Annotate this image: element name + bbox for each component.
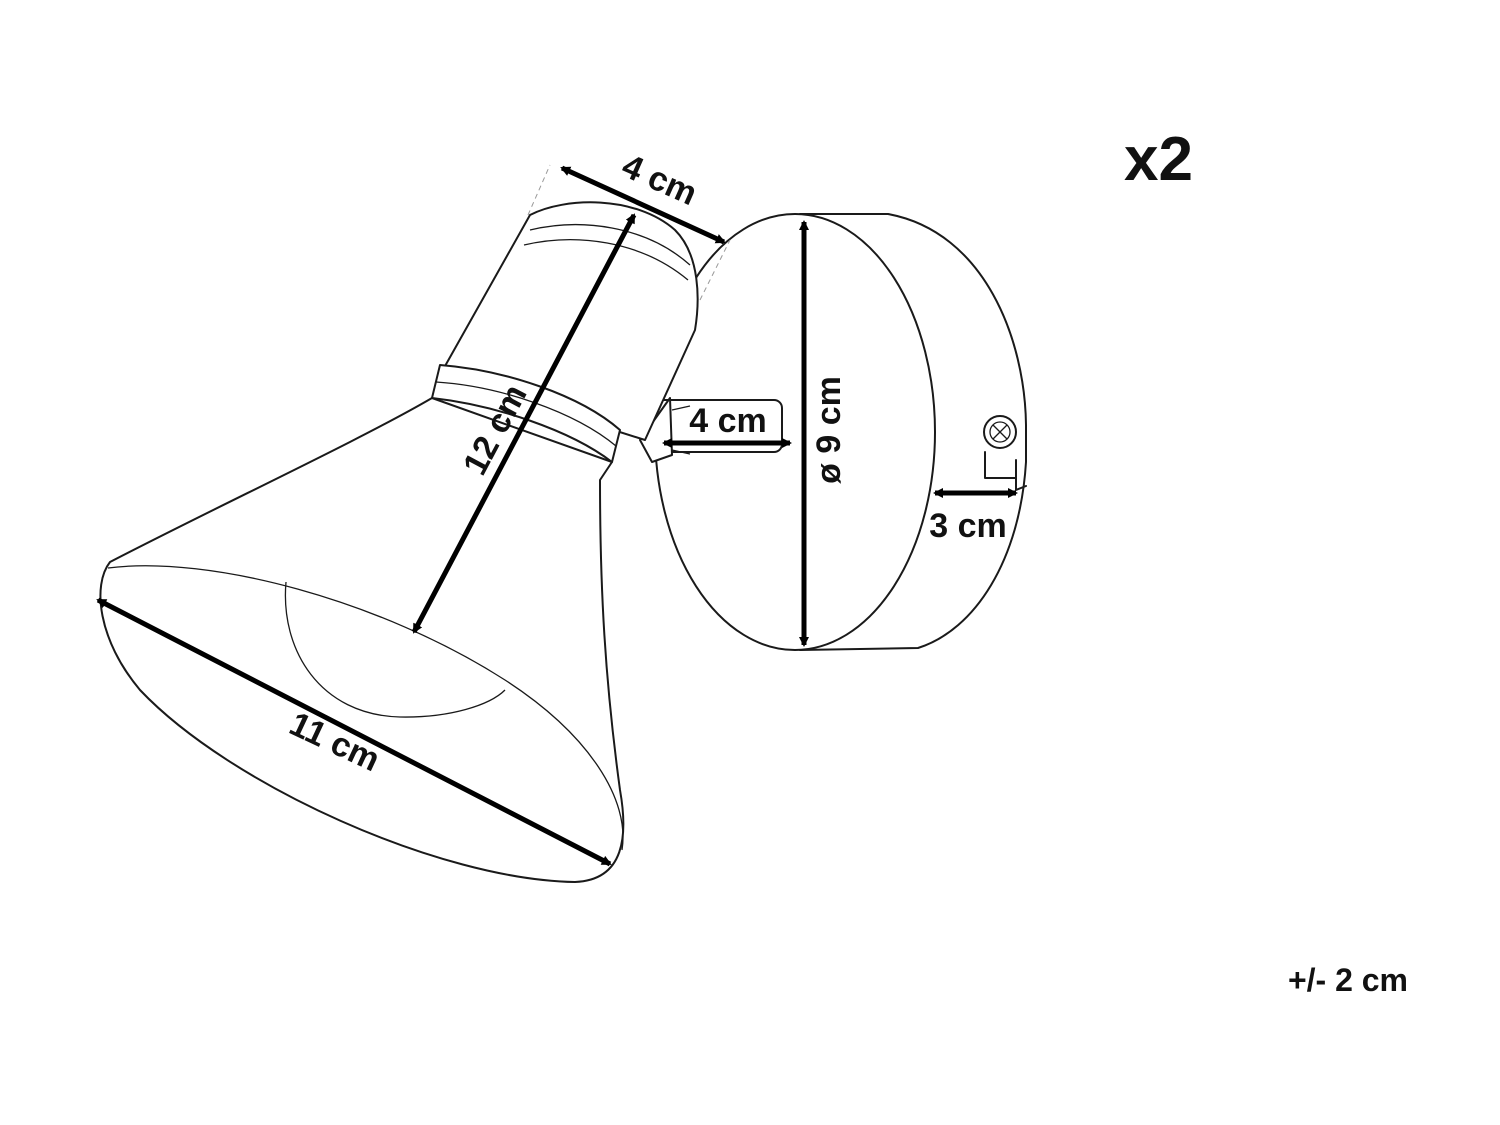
tolerance-label: +/- 2 cm bbox=[1288, 962, 1408, 998]
shade-opening-arrow bbox=[96, 597, 612, 867]
holder-extension-right bbox=[699, 239, 731, 301]
holder-width-arrow bbox=[560, 165, 726, 245]
shade-length-arrow bbox=[411, 213, 637, 634]
base-diameter-label: ø 9 cm bbox=[810, 376, 848, 484]
holder-extension-left bbox=[527, 164, 551, 216]
wall-base bbox=[654, 213, 1027, 651]
screw-icon bbox=[983, 415, 1017, 449]
base-depth-label: 3 cm bbox=[929, 507, 1007, 545]
holder-width-label: 4 cm bbox=[616, 147, 702, 213]
quantity-label: x2 bbox=[1124, 125, 1193, 194]
arm-length-label: 4 cm bbox=[689, 402, 767, 440]
